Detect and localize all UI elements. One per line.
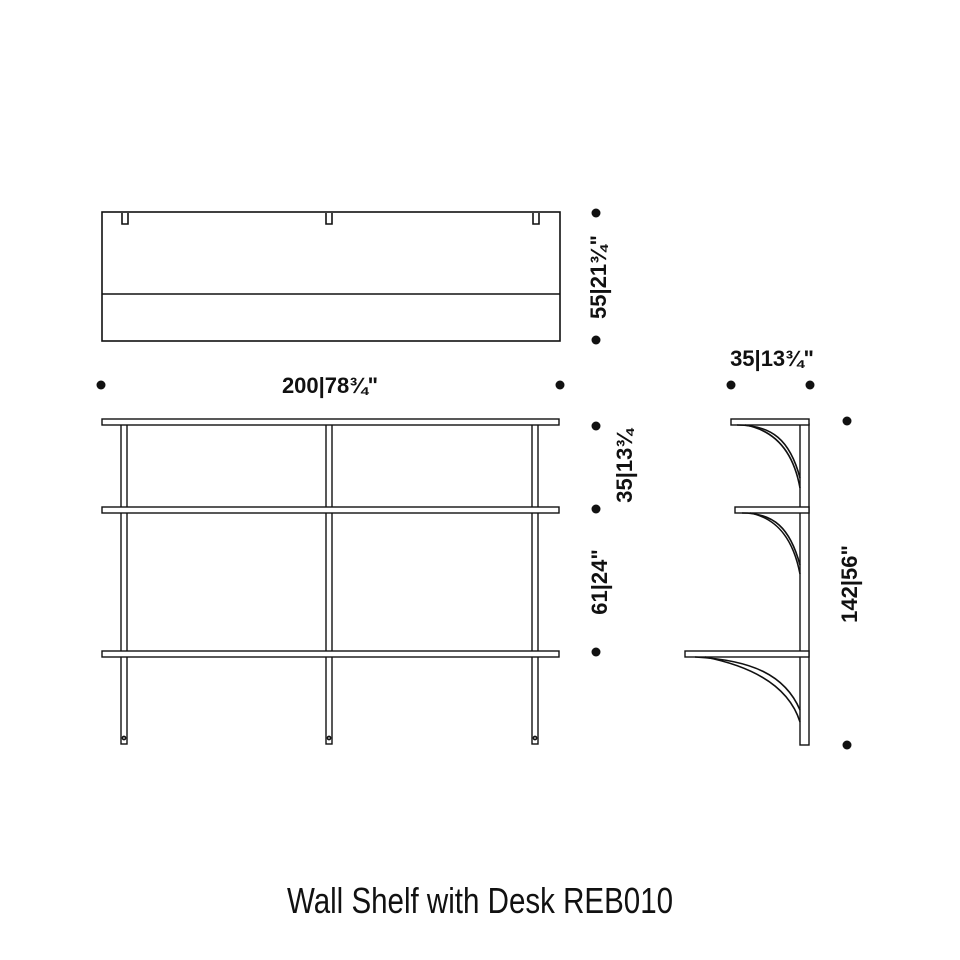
side-bracket-desk-upper	[694, 656, 801, 711]
top-bracket-right	[532, 213, 540, 225]
front-shelf-top	[101, 418, 560, 426]
front-height-dimensions: 35|13¾ 61|24"	[587, 421, 637, 657]
lower-gap-label: 61|24"	[587, 549, 612, 615]
dimension-dot	[591, 647, 601, 657]
dimension-dot	[96, 380, 106, 390]
post-hole	[121, 735, 127, 741]
top-view	[101, 211, 561, 342]
dimension-dot	[726, 380, 736, 390]
top-height-dimension: 55|21¾"	[586, 208, 611, 345]
top-bracket-middle	[325, 213, 333, 225]
upper-gap-label: 35|13¾	[612, 428, 637, 503]
top-view-outline	[101, 211, 561, 342]
top-bracket-left	[121, 213, 129, 225]
depth-dimension: 35|13¾"	[726, 346, 815, 390]
dimension-dot	[591, 335, 601, 345]
side-bracket-desk-lower	[704, 656, 801, 723]
dimension-dot	[591, 421, 601, 431]
dimension-dot	[805, 380, 815, 390]
front-shelf-bottom	[101, 650, 560, 658]
side-shelf-middle	[734, 506, 810, 514]
side-shelf-desk	[684, 650, 810, 658]
side-shelf-top	[730, 418, 810, 426]
depth-label: 35|13¾"	[730, 346, 814, 371]
width-dimension: 200|78¾"	[96, 373, 565, 398]
side-view	[684, 418, 810, 746]
side-bracket-middle-lower	[749, 512, 801, 575]
total-height-dimension: 142|56"	[837, 416, 862, 750]
post-middle	[325, 423, 333, 745]
dimension-dot	[591, 504, 601, 514]
dimension-dot	[842, 416, 852, 426]
post-right	[531, 423, 539, 745]
front-view	[101, 418, 560, 745]
top-height-label: 55|21¾"	[586, 235, 611, 319]
side-wall-rail	[799, 423, 810, 746]
post-hole	[326, 735, 332, 741]
post-left	[120, 423, 128, 745]
total-height-label: 142|56"	[837, 545, 862, 623]
side-bracket-top-lower	[744, 424, 801, 489]
post-hole	[532, 735, 538, 741]
front-shelf-middle	[101, 506, 560, 514]
dimension-dot	[591, 208, 601, 218]
dimension-dot	[842, 740, 852, 750]
dimension-dot	[555, 380, 565, 390]
drawing-title: Wall Shelf with Desk REB010	[286, 880, 674, 921]
width-label: 200|78¾"	[282, 373, 378, 398]
